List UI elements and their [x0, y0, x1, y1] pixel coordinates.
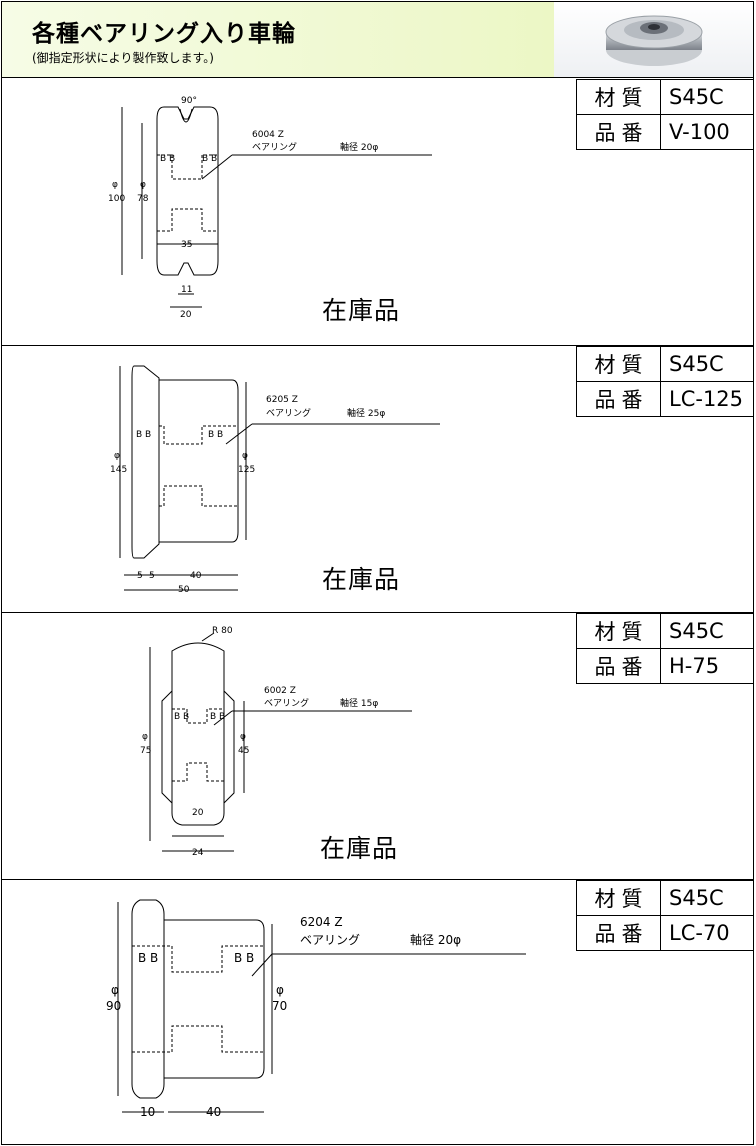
dim-width: 20: [192, 808, 204, 818]
dim-inner: 125: [238, 465, 255, 475]
bb-label: B B: [208, 430, 223, 440]
shaft-diameter: 軸径 25φ: [347, 407, 385, 419]
dim-hub: 20: [180, 310, 192, 320]
drawing-h75: R 80 φ 75 φ 45 20 24 B B B B 6002 Z ベアリン…: [140, 626, 412, 858]
dim-inner: 78: [137, 194, 149, 204]
part-number: LC-125: [660, 381, 754, 417]
dim-inner: 45: [238, 746, 249, 756]
drawing-v100: 90° φ 100 φ 78 35 11 20 B B B B 6004 Z ベ…: [108, 96, 432, 320]
bearing-code: 6204 Z: [300, 915, 343, 929]
spec-table: 材質 S45C 品番 H-75: [576, 613, 754, 684]
dim-phi-inner: φ: [240, 732, 246, 742]
part-number: V-100: [660, 114, 754, 150]
dim-body: 40: [190, 571, 202, 581]
part-label: 品番: [576, 648, 661, 684]
dim-outer: 90: [106, 999, 121, 1013]
spec-table: 材質 S45C 品番 LC-70: [576, 880, 754, 951]
spec-table: 材質 S45C 品番 LC-125: [576, 346, 754, 417]
bb-label: B B: [210, 712, 225, 722]
bb-label: B B: [160, 154, 175, 164]
part-label: 品番: [576, 114, 661, 150]
bb-label: B B: [174, 712, 189, 722]
dim-flange-a: 5: [137, 571, 143, 581]
shaft-diameter: 軸径 20φ: [410, 933, 461, 947]
drawing-lc125: φ 145 φ 125 5 5 40 50 B B B B 6205 Z ベアリ…: [110, 365, 440, 595]
bearing-label: ベアリング: [300, 933, 360, 947]
dim-flange-b: 5: [149, 571, 155, 581]
dim-total: 24: [192, 848, 204, 858]
dim-inner: 70: [272, 999, 287, 1013]
stock-label: 在庫品: [320, 834, 399, 863]
material-label: 材質: [576, 346, 661, 382]
dim-outer: 145: [110, 465, 127, 475]
part-label: 品番: [576, 381, 661, 417]
dim-radius: R 80: [212, 626, 233, 636]
product-section-v100: 材質 S45C 品番 V-100 90° φ: [2, 79, 754, 346]
product-section-lc125: 材質 S45C 品番 LC-125 φ 145 φ 125: [2, 346, 754, 613]
part-number: H-75: [660, 648, 754, 684]
wheel-image: [605, 15, 703, 66]
dim-phi-outer: φ: [112, 180, 118, 190]
wheel-photo: [554, 2, 753, 77]
dim-groove: 11: [181, 285, 192, 295]
material-value: S45C: [660, 79, 754, 115]
bb-label: B B: [234, 951, 254, 965]
material-value: S45C: [660, 880, 754, 916]
material-label: 材質: [576, 613, 661, 649]
part-number: LC-70: [660, 915, 754, 951]
shaft-diameter: 軸径 15φ: [340, 697, 378, 709]
material-label: 材質: [576, 880, 661, 916]
dim-flange: 10: [140, 1105, 155, 1119]
bearing-code: 6002 Z: [264, 686, 296, 696]
page-subtitle: (御指定形状により製作致します。): [32, 51, 214, 65]
stock-label: 在庫品: [322, 296, 401, 325]
bearing-code: 6205 Z: [266, 395, 298, 405]
material-value: S45C: [660, 346, 754, 382]
bearing-label: ベアリング: [266, 407, 311, 419]
bb-label: B B: [136, 430, 151, 440]
page-header: 各種ベアリング入り車輪 (御指定形状により製作致します。): [2, 2, 753, 78]
dim-phi-outer: φ: [111, 983, 119, 997]
drawing-lc70: φ 90 φ 70 10 40 B B B B 6204 Z ベアリング 軸径 …: [106, 899, 526, 1119]
dim-outer: 75: [140, 746, 151, 756]
dim-body: 40: [206, 1105, 221, 1119]
bb-label: B B: [202, 154, 217, 164]
stock-label: 在庫品: [322, 565, 401, 594]
dim-outer: 100: [108, 194, 125, 204]
dim-phi-inner: φ: [140, 180, 146, 190]
spec-table: 材質 S45C 品番 V-100: [576, 79, 754, 150]
material-value: S45C: [660, 613, 754, 649]
material-label: 材質: [576, 79, 661, 115]
dim-phi-inner: φ: [276, 983, 284, 997]
dim-width: 35: [181, 240, 192, 250]
part-label: 品番: [576, 915, 661, 951]
dim-phi-outer: φ: [114, 451, 120, 461]
page-title: 各種ベアリング入り車輪: [32, 21, 296, 47]
product-section-lc70: 材質 S45C 品番 LC-70 φ 90 φ 70 1: [2, 880, 754, 1146]
product-section-h75: 材質 S45C 品番 H-75 R 80 φ 75: [2, 613, 754, 880]
dim-phi-outer: φ: [142, 732, 148, 742]
dim-total: 50: [178, 585, 190, 595]
bearing-label: ベアリング: [252, 141, 297, 153]
bb-label: B B: [138, 951, 158, 965]
shaft-diameter: 軸径 20φ: [340, 141, 378, 153]
bearing-label: ベアリング: [264, 697, 309, 709]
dim-phi-inner: φ: [242, 451, 248, 461]
dim-angle: 90°: [181, 96, 197, 106]
bearing-code: 6004 Z: [252, 130, 284, 140]
